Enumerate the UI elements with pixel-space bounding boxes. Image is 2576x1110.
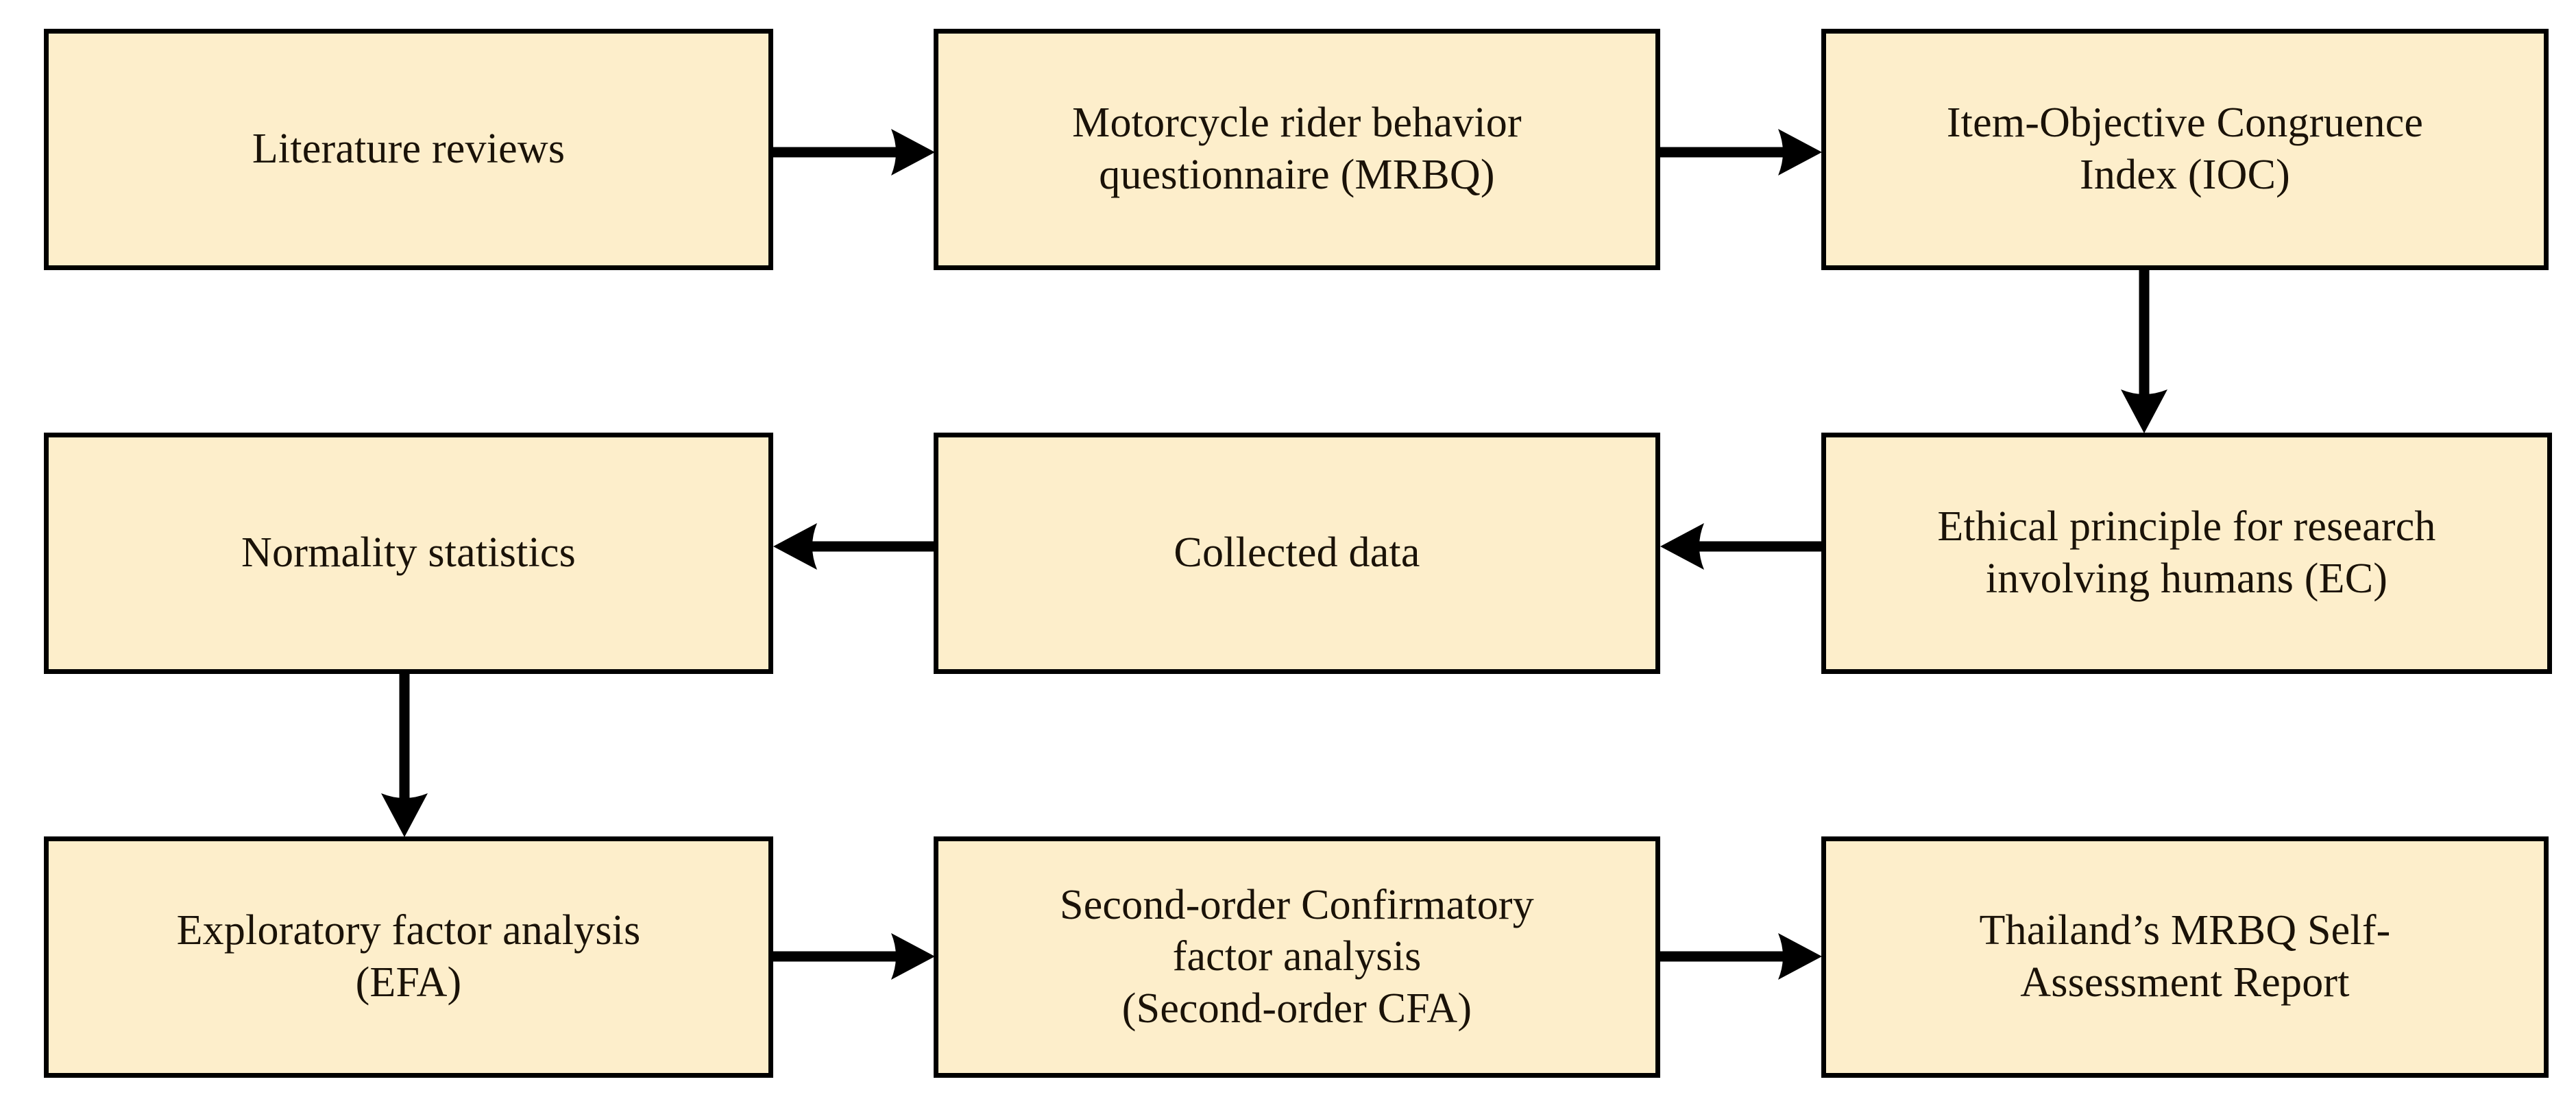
node-ioc[interactable]: Item-Objective Congruence Index (IOC) xyxy=(1821,29,2549,270)
edge-efa-to-second-order-cfa xyxy=(769,925,939,988)
node-label-literature-reviews: Literature reviews xyxy=(252,125,566,173)
node-collected-data[interactable]: Collected data xyxy=(934,433,1660,674)
edge-collected-data-to-normality-statistics xyxy=(769,515,939,578)
node-ethical-principle[interactable]: Ethical principle for research involving… xyxy=(1821,433,2552,674)
edge-mrbq-to-ioc xyxy=(1656,121,1826,184)
node-mrbq[interactable]: Motorcycle rider behavior questionnaire … xyxy=(934,29,1660,270)
node-self-assessment-report[interactable]: Thailand’s MRBQ Self- Assessment Report xyxy=(1821,836,2549,1078)
node-second-order-cfa[interactable]: Second-order Confirmatory factor analysi… xyxy=(934,836,1660,1078)
node-efa[interactable]: Exploratory factor analysis (EFA) xyxy=(44,836,773,1078)
edge-normality-statistics-to-efa xyxy=(373,670,436,841)
edge-literature-reviews-to-mrbq xyxy=(769,121,939,184)
node-label-self-assessment-report: Thailand’s MRBQ Self- Assessment Report xyxy=(1979,907,2391,1006)
node-label-second-order-cfa: Second-order Confirmatory factor analysi… xyxy=(1060,881,1534,1032)
edge-ethical-principle-to-collected-data xyxy=(1656,515,1826,578)
edge-ioc-to-ethical-principle xyxy=(2113,266,2176,437)
edge-second-order-cfa-to-self-assessment-report xyxy=(1656,925,1826,988)
node-label-normality-statistics: Normality statistics xyxy=(241,529,576,577)
node-label-ioc: Item-Objective Congruence Index (IOC) xyxy=(1946,99,2424,198)
node-normality-statistics[interactable]: Normality statistics xyxy=(44,433,773,674)
node-label-mrbq: Motorcycle rider behavior questionnaire … xyxy=(1072,99,1522,198)
node-label-efa: Exploratory factor analysis (EFA) xyxy=(176,907,641,1006)
node-label-collected-data: Collected data xyxy=(1174,529,1420,577)
node-literature-reviews[interactable]: Literature reviews xyxy=(44,29,773,270)
node-label-ethical-principle: Ethical principle for research involving… xyxy=(1937,503,2436,602)
